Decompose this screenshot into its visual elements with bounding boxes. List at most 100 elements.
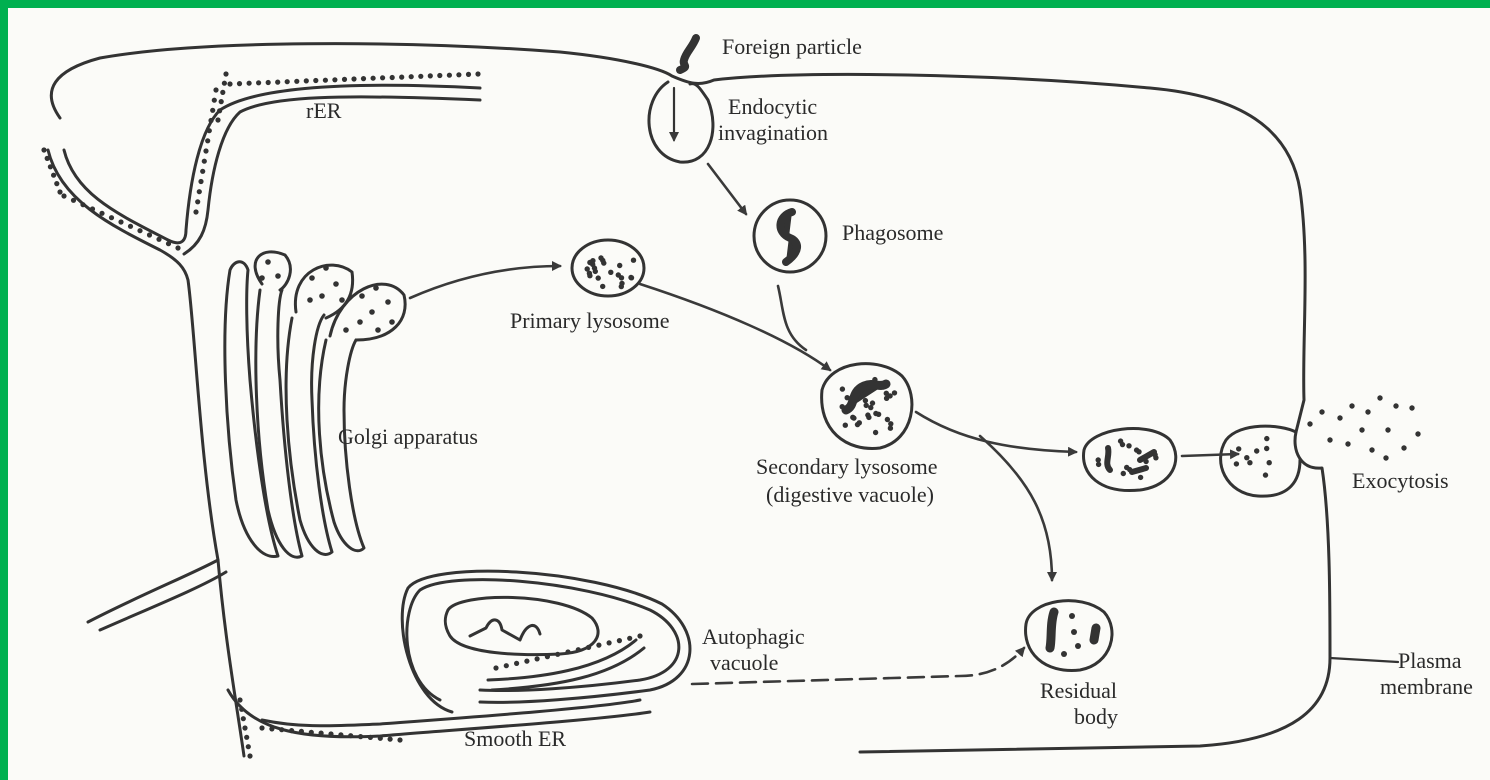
granule-dot	[51, 173, 56, 178]
granule-dot	[45, 156, 50, 161]
granule-dot	[1236, 446, 1241, 451]
granule-dot	[608, 270, 613, 275]
granule-dot	[241, 716, 246, 721]
granule-dot	[1359, 427, 1364, 432]
granule-dot	[48, 164, 53, 169]
granule-dot	[1319, 409, 1324, 414]
granule-dot	[590, 262, 595, 267]
granule-dot	[328, 731, 333, 736]
label-autophagic-vacuole-line2: vacuole	[710, 650, 778, 675]
diagram-labels: Foreign particle Endocytic invagination …	[306, 34, 1473, 751]
granule-dot	[851, 415, 856, 420]
granule-dot	[475, 71, 480, 76]
granule-dot	[1121, 471, 1126, 476]
granule-dot	[587, 273, 592, 278]
granule-dot	[304, 78, 309, 83]
granule-dot	[1143, 459, 1148, 464]
granule-dot	[109, 215, 114, 220]
granule-dot	[137, 228, 142, 233]
arrow-golgi-to-primary	[410, 266, 560, 298]
granule-dot	[54, 181, 59, 186]
granule-dot	[61, 193, 66, 198]
granule-dot	[313, 78, 318, 83]
arrow-secondary-to-residual	[980, 436, 1052, 580]
granule-dot	[892, 390, 897, 395]
label-autophagic-vacuole-line1: Autophagic	[702, 624, 805, 649]
granule-dot	[493, 665, 498, 670]
granule-dot	[279, 727, 284, 732]
granule-dot	[1244, 455, 1249, 460]
granule-dot	[208, 118, 213, 123]
granule-dot	[244, 735, 249, 740]
granule-dot	[388, 737, 393, 742]
granule-dot	[212, 98, 217, 103]
granule-dot	[1393, 403, 1398, 408]
granule-dot	[437, 73, 442, 78]
granule-dot	[256, 80, 261, 85]
granule-dot	[338, 732, 343, 737]
granule-dot	[840, 386, 845, 391]
granule-dot	[348, 733, 353, 738]
granule-dot	[627, 636, 632, 641]
granule-dot	[1138, 475, 1143, 480]
granule-dot	[1126, 443, 1131, 448]
granule-dot	[1267, 460, 1272, 465]
granule-dot	[1409, 405, 1414, 410]
granule-dot	[266, 80, 271, 85]
autophagic-vacuole-shape	[402, 571, 690, 712]
granule-dot	[598, 255, 603, 260]
granule-dot	[1096, 462, 1101, 467]
granule-dot	[863, 398, 868, 403]
granule-dot	[195, 199, 200, 204]
granule-dot	[361, 76, 366, 81]
label-smooth-er: Smooth ER	[464, 726, 566, 751]
granule-dot	[409, 74, 414, 79]
granule-dot	[294, 79, 299, 84]
granule-dot	[888, 421, 893, 426]
granule-dot	[203, 148, 208, 153]
granule-dot	[323, 78, 328, 83]
granule-dot	[524, 659, 529, 664]
granule-dot	[390, 75, 395, 80]
granule-dot	[128, 224, 133, 229]
granule-dot	[1264, 446, 1269, 451]
granule-dot	[1327, 437, 1332, 442]
granule-dot	[840, 404, 845, 409]
granule-dot	[1365, 409, 1370, 414]
granule-dot	[607, 640, 612, 645]
granule-dot	[222, 81, 227, 86]
granule-dot	[596, 275, 601, 280]
golgi-cisternae	[225, 252, 405, 557]
granule-dot	[466, 72, 471, 77]
granule-dot	[227, 81, 232, 86]
granule-dot	[872, 377, 877, 382]
granule-dot	[593, 269, 598, 274]
label-residual-body-line2: body	[1074, 704, 1118, 729]
granule-dot	[1345, 441, 1350, 446]
granule-dot	[237, 697, 242, 702]
granule-dot	[637, 633, 642, 638]
primary-lysosome-dots	[585, 255, 637, 289]
granule-dot	[864, 403, 869, 408]
label-golgi-apparatus: Golgi apparatus	[338, 424, 478, 449]
granule-dot	[247, 753, 252, 758]
granule-dot	[202, 159, 207, 164]
granule-dot	[71, 198, 76, 203]
granule-dot	[845, 395, 850, 400]
endocytic-invagination	[649, 82, 713, 162]
granule-dot	[319, 731, 324, 736]
label-plasma-membrane-line1: Plasma	[1398, 648, 1462, 673]
granule-dot	[619, 275, 624, 280]
granule-dot	[246, 744, 251, 749]
granule-dot	[205, 138, 210, 143]
granule-dot	[887, 393, 892, 398]
granule-dot	[397, 737, 402, 742]
granule-dot	[870, 400, 875, 405]
granule-dot	[342, 77, 347, 82]
granule-dot	[378, 736, 383, 741]
granule-dot	[617, 263, 622, 268]
granule-dot	[1124, 465, 1129, 470]
granule-dot	[456, 72, 461, 77]
granule-dot	[1247, 460, 1252, 465]
